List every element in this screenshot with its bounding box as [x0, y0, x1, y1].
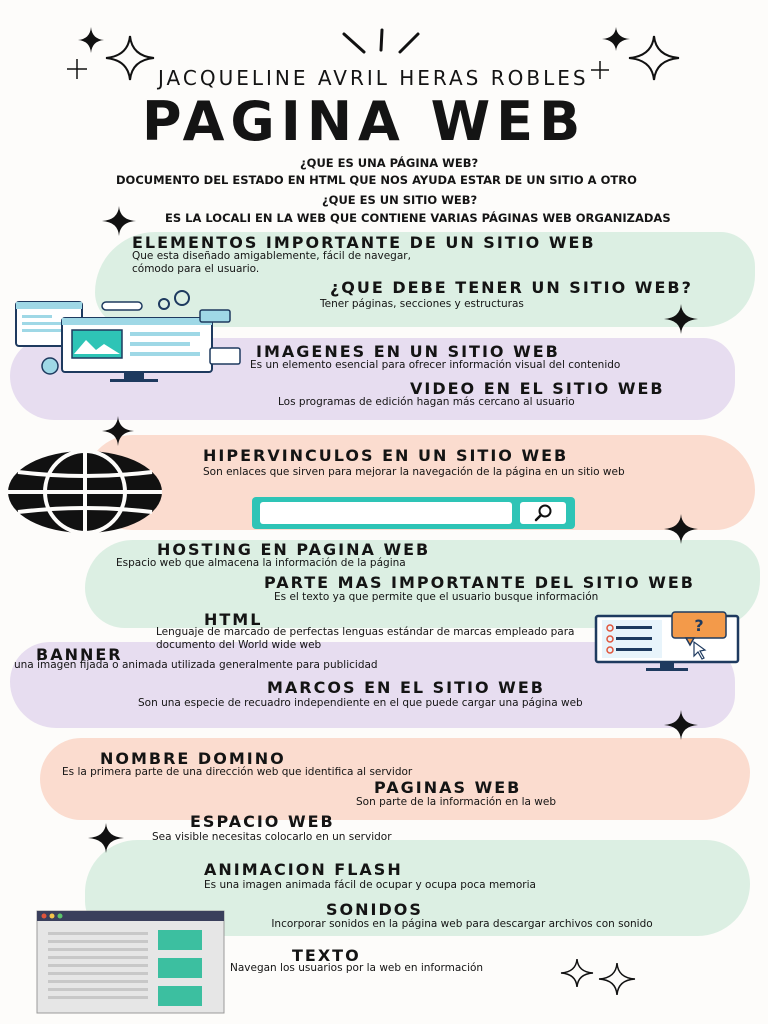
- heading-dominio: NOMBRE DOMINO: [100, 749, 286, 768]
- sparkle-icon: [88, 823, 124, 853]
- heading-marcos: MARCOS EN EL SITIO WEB: [267, 678, 545, 697]
- author-name: JACQUELINE AVRIL HERAS ROBLES: [158, 66, 589, 90]
- plus-icon: [67, 59, 87, 79]
- text-html: Lenguaje de marcado de perfectas lenguas…: [156, 626, 575, 651]
- heading-elementos: ELEMENTOS IMPORTANTE DE UN SITIO WEB: [132, 233, 596, 252]
- sparkle-icon: [602, 27, 630, 51]
- burst-icon: [342, 28, 420, 54]
- sparkle-icon: [628, 35, 680, 81]
- heading-hosting: HOSTING EN PAGINA WEB: [157, 540, 431, 559]
- heading-imagenes: IMAGENES EN UN SITIO WEB: [256, 342, 560, 361]
- intro-question-1: ¿QUE ES UNA PÁGINA WEB?: [300, 156, 479, 170]
- text-hosting: Espacio web que almacena la información …: [116, 557, 406, 569]
- sparkle-icon: [560, 958, 594, 988]
- mint-blob-2: [85, 540, 760, 628]
- sparkle-icon: [664, 514, 698, 544]
- heading-debe: ¿QUE DEBE TENER UN SITIO WEB?: [330, 278, 693, 297]
- heading-banner: BANNER: [36, 645, 123, 664]
- intro-question-2: ¿QUE ES UN SITIO WEB?: [322, 193, 478, 207]
- svg-text:?: ?: [694, 616, 703, 635]
- intro-answer-2: ES LA LOCALI EN LA WEB QUE CONTIENE VARI…: [165, 211, 671, 225]
- text-texto: Navegan los usuarios por la web en infor…: [230, 962, 484, 974]
- text-debe: Tener páginas, secciones y estructuras: [320, 298, 524, 310]
- intro-answer-1: DOCUMENTO DEL ESTADO EN HTML QUE NOS AYU…: [116, 173, 637, 187]
- search-bar[interactable]: [252, 497, 575, 529]
- heading-texto: TEXTO: [292, 946, 361, 965]
- peach-blob-2: [40, 738, 750, 820]
- globe-icon: [8, 449, 162, 535]
- heading-espacio: ESPACIO WEB: [190, 812, 335, 831]
- heading-sonidos: SONIDOS: [326, 900, 423, 919]
- sparkle-icon: [598, 962, 636, 996]
- text-dominio: Es la primera parte de una dirección web…: [62, 766, 413, 778]
- heading-video: VIDEO EN EL SITIO WEB: [410, 379, 665, 398]
- text-marcos: Son una especie de recuadro independient…: [138, 697, 583, 709]
- heading-html: HTML: [204, 610, 263, 629]
- sparkle-icon: [78, 27, 104, 53]
- question-screen-illustration: ?: [594, 611, 740, 671]
- text-imagenes: Es un elemento esencial para ofrecer inf…: [250, 359, 621, 371]
- text-sonidos: Incorporar sonidos en la página web para…: [271, 918, 653, 930]
- text-parte: Es el texto ya que permite que el usuari…: [274, 591, 599, 603]
- plus-icon: [591, 61, 609, 79]
- text-video: Los programas de edición hagan más cerca…: [278, 396, 575, 408]
- heading-paginas: PAGINAS WEB: [374, 778, 522, 797]
- page-title: PAGINA WEB: [142, 90, 587, 153]
- text-paginas: Son parte de la información en la web: [356, 796, 557, 808]
- browser-window-illustration: [36, 910, 225, 1014]
- search-input[interactable]: [260, 502, 512, 524]
- text-elementos: Que esta diseñado amigablemente, fácil d…: [132, 250, 411, 275]
- heading-parte: PARTE MAS IMPORTANTE DEL SITIO WEB: [264, 573, 695, 592]
- web-design-illustration: [15, 290, 241, 382]
- sparkle-icon: [105, 35, 155, 81]
- sparkle-icon: [664, 304, 698, 334]
- search-button[interactable]: [520, 502, 566, 524]
- text-banner: una imagen fijada o animada utilizada ge…: [14, 659, 378, 671]
- search-icon: [534, 504, 552, 522]
- text-flash: Es una imagen animada fácil de ocupar y …: [204, 879, 536, 891]
- sparkle-icon: [664, 710, 698, 740]
- heading-hipervinculos: HIPERVINCULOS EN UN SITIO WEB: [203, 446, 569, 465]
- text-espacio: Sea visible necesitas colocarlo en un se…: [152, 831, 392, 843]
- sparkle-icon: [102, 416, 134, 446]
- text-hipervinculos: Son enlaces que sirven para mejorar la n…: [203, 466, 625, 478]
- heading-flash: ANIMACION FLASH: [204, 860, 403, 879]
- sparkle-icon: [102, 206, 136, 236]
